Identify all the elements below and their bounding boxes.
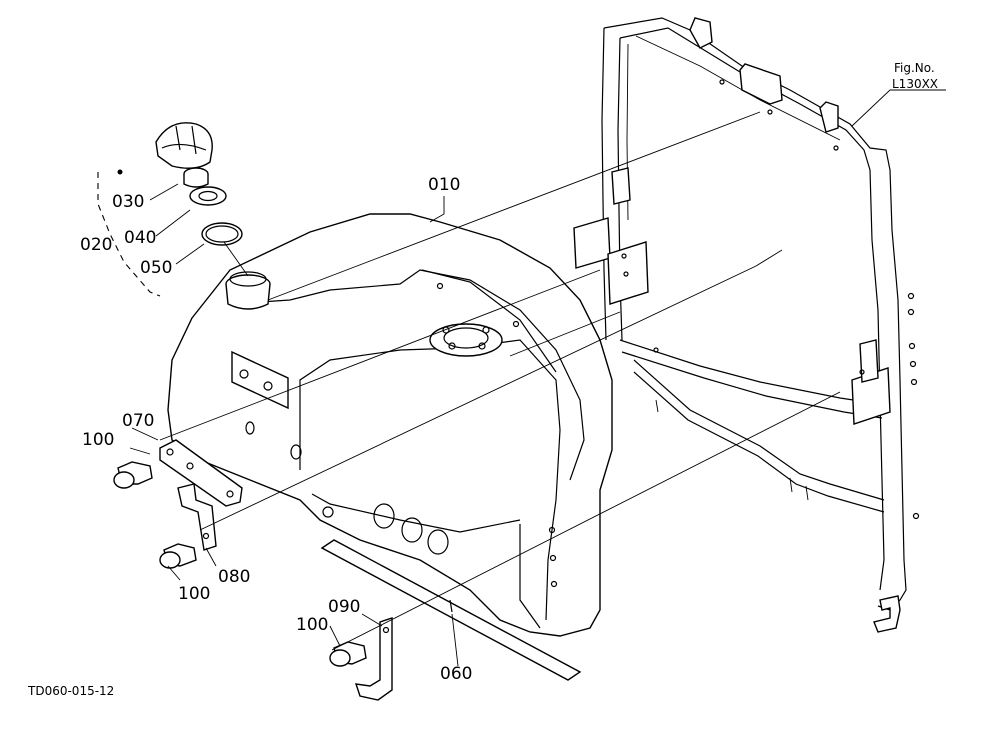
bolt-100-c [329,641,367,667]
callout-100-a: 100 [82,430,114,450]
fig-no-value: L130XX [892,77,938,91]
callout-080: 080 [218,567,250,587]
callout-070: 070 [122,411,154,431]
bracket-070 [159,439,243,507]
bolt-100-a [113,461,153,489]
leader-lines [129,89,946,667]
tank-strap [320,539,582,681]
frame-assembly [573,17,920,633]
callout-060: 060 [440,664,472,684]
callout-030: 030 [112,192,144,212]
callout-020: 020 [80,235,112,255]
bracket-080 [177,483,217,551]
callout-090: 090 [328,597,360,617]
callout-100-b: 100 [178,584,210,604]
callout-040: 040 [124,228,156,248]
fuel-tank [167,213,613,637]
fig-no-label: Fig.No. [894,61,935,75]
bracket-090 [354,617,393,701]
bolt-100-b [159,543,197,569]
callout-050: 050 [140,258,172,278]
drawing-code: TD060-015-12 [27,684,114,698]
callout-010: 010 [428,175,460,195]
callout-100-c: 100 [296,615,328,635]
fuel-cap-assembly [97,122,243,297]
